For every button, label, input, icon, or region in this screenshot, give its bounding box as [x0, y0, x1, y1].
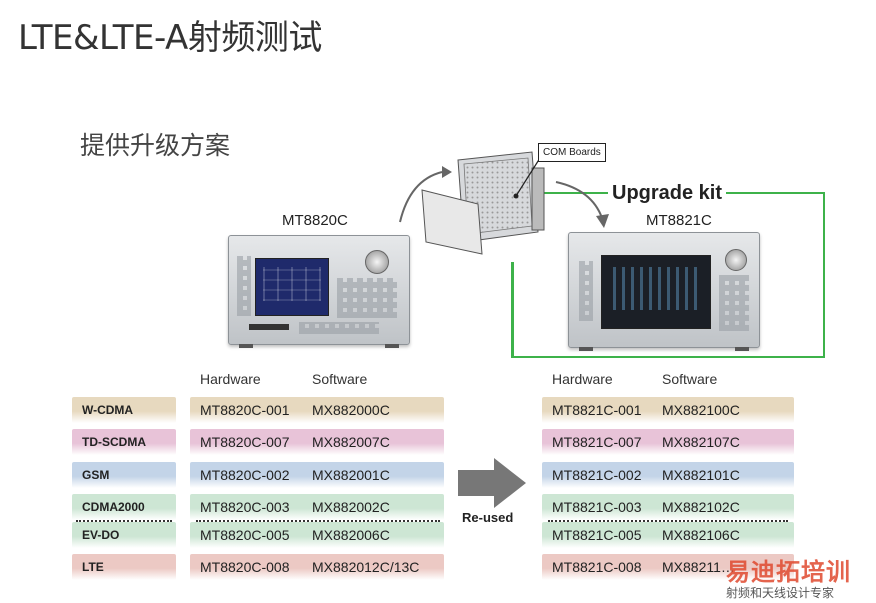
reused-arrow-icon [458, 458, 526, 508]
left-row-band [190, 522, 444, 548]
upgrade-flow-arrows [399, 166, 609, 228]
right-hardware-cell: MT8821C-001 [552, 402, 642, 418]
right-row-band [542, 462, 794, 488]
upgrade-kit-label: Upgrade kit [608, 182, 727, 205]
mt8820c-side-keys [237, 256, 251, 316]
right-row-band [542, 397, 794, 423]
left-row-band [190, 494, 444, 520]
tech-label: W-CDMA [82, 403, 134, 417]
mt8821c-instrument [568, 232, 760, 351]
tech-band [72, 494, 176, 520]
page-title: LTE&LTE-A射频测试 [18, 18, 322, 58]
mt8820c-connectors [299, 322, 379, 334]
left-software-cell: MX882006C [312, 527, 390, 543]
right-software-cell: MX882106C [662, 527, 740, 543]
tech-label: CDMA2000 [82, 500, 145, 514]
mt8821c-screen [601, 255, 711, 329]
right-software-cell: MX882101C [662, 467, 740, 483]
right-row-band [542, 429, 794, 455]
right-software-cell: MX882107C [662, 434, 740, 450]
tech-label: TD-SCDMA [82, 435, 146, 449]
mt8821c-knob [725, 249, 747, 271]
row-divider [548, 520, 788, 522]
com-boards-label: COM Boards [538, 143, 606, 162]
left-software-cell: MX882000C [312, 402, 390, 418]
row-divider [76, 520, 172, 522]
left-software-header: Software [312, 371, 368, 387]
right-software-header: Software [662, 371, 718, 387]
right-software-cell: MX882100C [662, 402, 740, 418]
reused-label: Re-used [462, 510, 514, 525]
left-row-band [190, 429, 444, 455]
left-hardware-header: Hardware [200, 371, 261, 387]
com-board-illustration [421, 151, 545, 255]
right-row-band [542, 522, 794, 548]
right-hardware-cell: MT8821C-003 [552, 499, 642, 515]
left-software-cell: MX882002C [312, 499, 390, 515]
left-software-cell: MX882012C/13C [312, 559, 420, 575]
mt8821c-side-keys [579, 261, 593, 321]
watermark-title: 易迪拓培训 [726, 558, 851, 586]
tech-label: GSM [82, 468, 110, 482]
right-hardware-cell: MT8821C-002 [552, 467, 642, 483]
left-hardware-cell: MT8820C-005 [200, 527, 290, 543]
mt8820c-keypad [337, 278, 397, 318]
right-hardware-cell: MT8821C-008 [552, 559, 642, 575]
left-hardware-cell: MT8820C-002 [200, 467, 290, 483]
tech-band [72, 462, 176, 488]
tech-band [72, 554, 176, 580]
watermark-subtitle: 射频和天线设计专家 [726, 586, 835, 600]
tech-band [72, 522, 176, 548]
right-hardware-cell: MT8821C-005 [552, 527, 642, 543]
left-hardware-cell: MT8820C-008 [200, 559, 290, 575]
watermark-logo: 易迪拓培训 射频和天线设计专家 [726, 552, 872, 600]
right-software-cell: MX88211… [662, 559, 735, 575]
left-hardware-cell: MT8820C-001 [200, 402, 290, 418]
right-software-cell: MX882102C [662, 499, 740, 515]
right-hardware-header: Hardware [552, 371, 613, 387]
right-hardware-cell: MT8821C-007 [552, 434, 642, 450]
left-hardware-cell: MT8820C-007 [200, 434, 290, 450]
tech-label: LTE [82, 560, 104, 574]
left-software-cell: MX882001C [312, 467, 390, 483]
right-model-label: MT8821C [646, 212, 712, 229]
left-row-band [190, 462, 444, 488]
mt8820c-screen [255, 258, 329, 316]
mt8820c-knob [365, 250, 389, 274]
tech-band [72, 397, 176, 423]
tech-band [72, 429, 176, 455]
tech-label: EV-DO [82, 528, 120, 542]
section-subtitle: 提供升级方案 [80, 131, 231, 160]
right-row-band [542, 494, 794, 520]
right-row-band [542, 554, 794, 580]
mt8821c-keypad [719, 275, 749, 331]
mt8820c-instrument [228, 235, 410, 348]
left-hardware-cell: MT8820C-003 [200, 499, 290, 515]
left-software-cell: MX882007C [312, 434, 390, 450]
left-row-band [190, 554, 444, 580]
left-model-label: MT8820C [282, 212, 348, 229]
left-row-band [190, 397, 444, 423]
mt8820c-drive-slot [249, 324, 289, 330]
row-divider [196, 520, 440, 522]
